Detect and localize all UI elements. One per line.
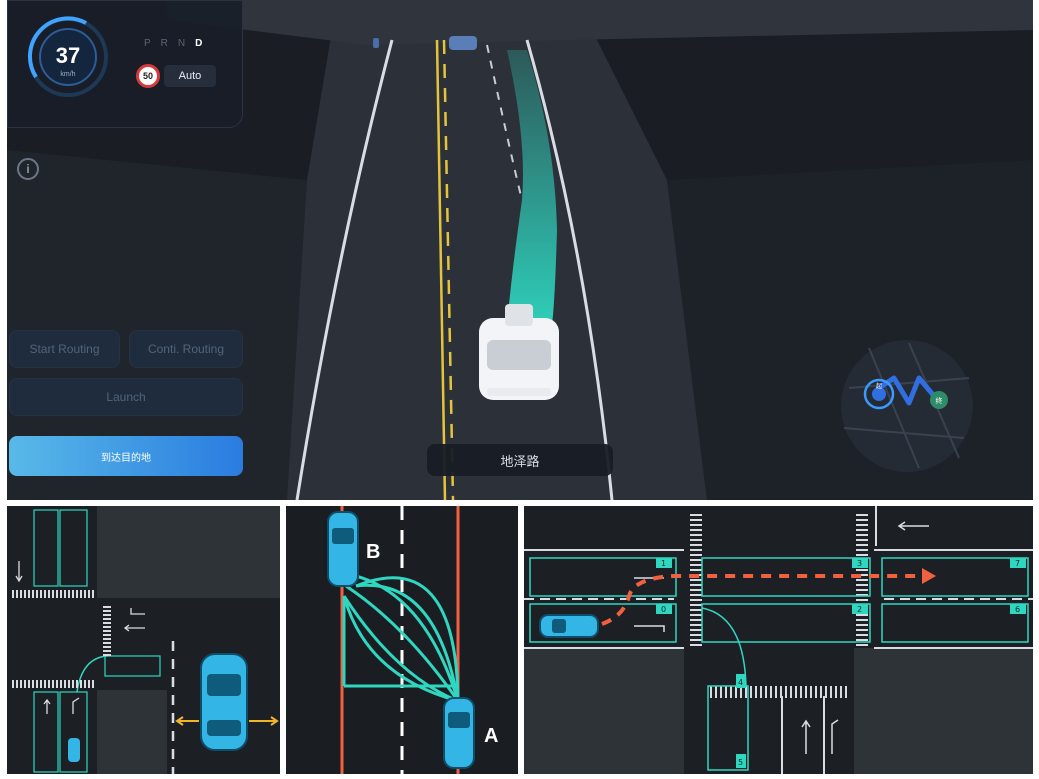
gear-d: D bbox=[195, 38, 213, 49]
route-start-marker: 起 bbox=[876, 382, 882, 390]
gear-n: N bbox=[177, 38, 196, 49]
speed-panel: 37 km/h PRND 50 Auto bbox=[7, 0, 243, 128]
lane-number-2: 2 bbox=[857, 605, 862, 614]
speed-limit-sign: 50 bbox=[136, 64, 160, 88]
lane-number-4: 4 bbox=[738, 678, 743, 687]
lane-number-1: 1 bbox=[661, 559, 666, 568]
car-a-icon bbox=[443, 697, 475, 769]
path-arrowhead-icon bbox=[922, 568, 936, 584]
lane-number-5: 5 bbox=[738, 758, 743, 767]
car-b-icon bbox=[327, 511, 359, 587]
lane-number-0: 0 bbox=[661, 605, 666, 614]
launch-button[interactable]: Launch bbox=[9, 378, 243, 416]
left-edge-line bbox=[295, 39, 394, 500]
parking-turn-diagram bbox=[7, 506, 280, 774]
gear-r: R bbox=[160, 38, 178, 49]
destination-icon bbox=[930, 391, 948, 409]
lane-change-diagram: B A bbox=[286, 506, 518, 774]
arrive-destination-button[interactable]: 到达目的地 bbox=[9, 436, 243, 476]
ego-position-icon bbox=[872, 387, 886, 401]
intersection-diagram: 1 0 3 2 7 6 4 5 bbox=[524, 506, 1033, 774]
drive-mode-badge: Auto bbox=[164, 65, 216, 87]
right-edge-line bbox=[525, 39, 614, 500]
planned-path-line bbox=[601, 574, 924, 626]
info-icon[interactable]: i bbox=[17, 158, 39, 180]
lane-number-6: 6 bbox=[1015, 605, 1020, 614]
lane-number-7: 7 bbox=[1015, 559, 1020, 568]
road-name-label: 地泽路 bbox=[427, 444, 613, 476]
point-a-label: A bbox=[484, 725, 498, 747]
route-end-marker: 终 bbox=[936, 396, 943, 405]
point-b-label: B bbox=[366, 541, 380, 563]
gear-selector: PRND bbox=[144, 38, 212, 49]
lane-number-3: 3 bbox=[857, 559, 862, 568]
autonomous-driving-view: 37 km/h PRND 50 Auto i Start Routing Con… bbox=[7, 0, 1033, 500]
current-position-ring bbox=[863, 378, 895, 410]
parked-car-icon bbox=[200, 653, 248, 751]
start-routing-button[interactable]: Start Routing bbox=[9, 330, 120, 368]
road-surface bbox=[257, 0, 707, 500]
planned-trajectory bbox=[507, 50, 557, 325]
gear-p: P bbox=[144, 38, 161, 49]
candidate-trajectories bbox=[342, 574, 460, 703]
speedometer-ring bbox=[27, 16, 108, 97]
center-yellow-solid bbox=[435, 39, 447, 500]
lane-boxes bbox=[529, 557, 1029, 771]
speed-value: 37 bbox=[55, 43, 81, 68]
vehicle-ahead bbox=[449, 36, 477, 50]
speed-unit: km/h bbox=[60, 71, 76, 78]
small-car-icon bbox=[68, 738, 80, 762]
route-path bbox=[877, 375, 936, 406]
route-minimap[interactable]: 起 终 bbox=[839, 338, 975, 474]
conti-routing-button[interactable]: Conti. Routing bbox=[129, 330, 243, 368]
ego-vehicle bbox=[479, 304, 559, 400]
ego-car-icon bbox=[539, 614, 599, 638]
